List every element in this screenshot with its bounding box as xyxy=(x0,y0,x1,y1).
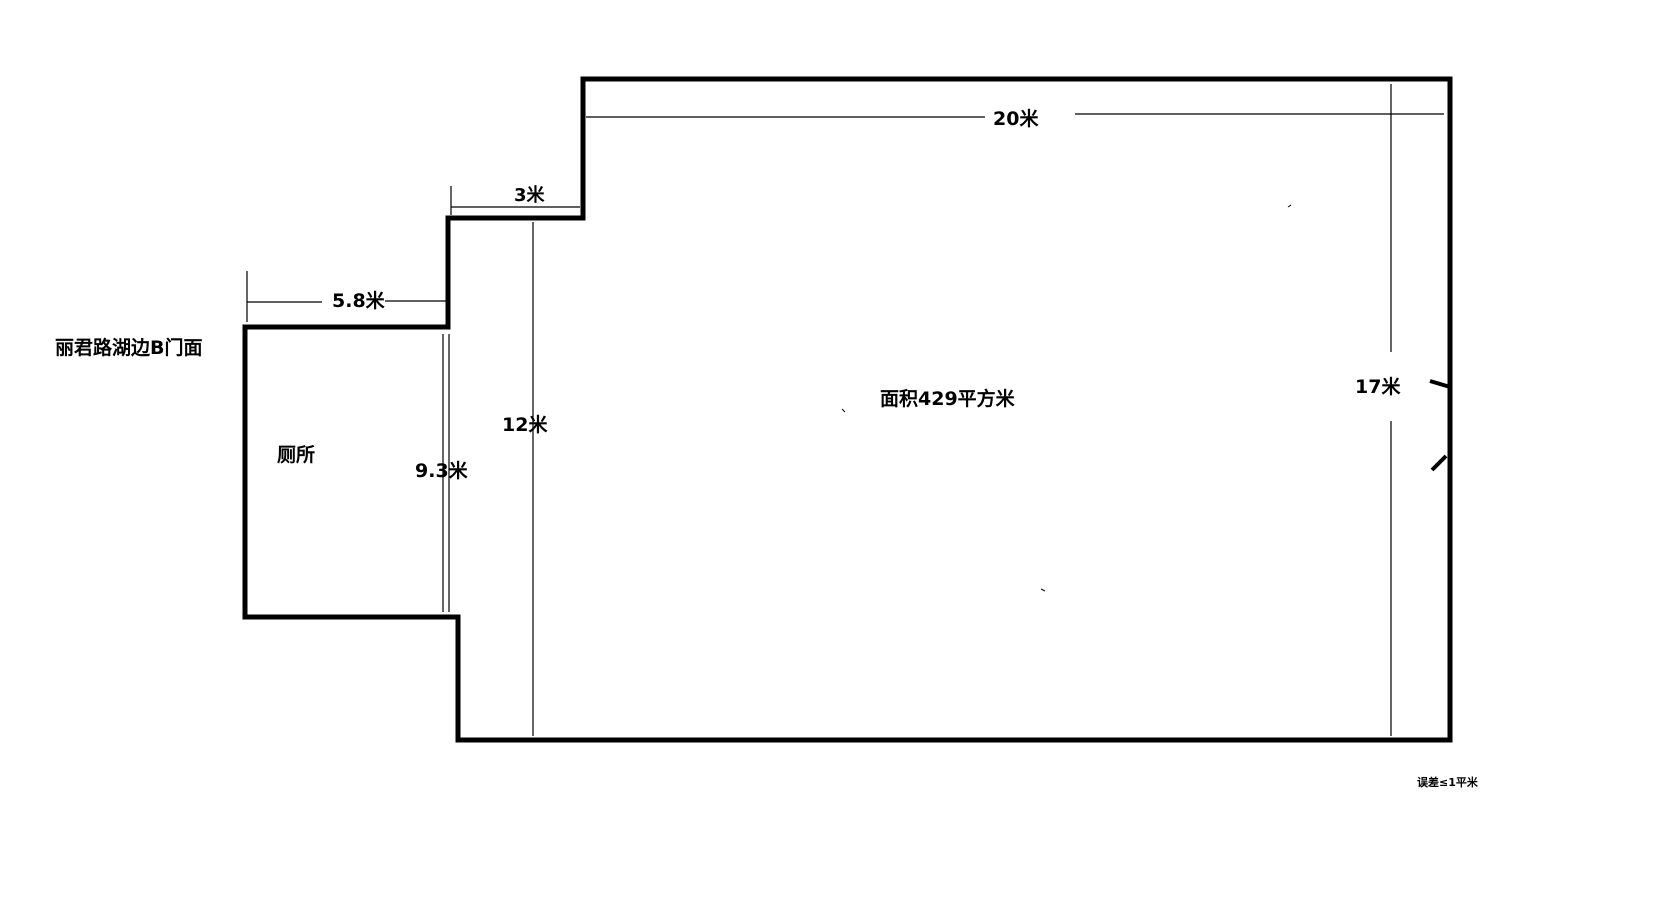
door-mark-upper xyxy=(1429,379,1451,389)
outer-wall xyxy=(242,76,1453,743)
stray-mark xyxy=(841,408,846,413)
toilet-label: 厕所 xyxy=(277,444,315,466)
dim-label-left-step-width: 5.8米 xyxy=(332,289,386,312)
door-mark-lower xyxy=(1430,454,1448,472)
dim-label-right-height: 17米 xyxy=(1355,375,1401,398)
dim-label-mid-height: 12米 xyxy=(502,413,548,436)
dim-label-step-width: 3米 xyxy=(514,184,546,206)
stray-mark xyxy=(1287,204,1292,208)
tolerance-note: 误差≤1平米 xyxy=(1417,775,1479,789)
area-label: 面积429平方米 xyxy=(880,387,1016,410)
stray-mark xyxy=(1040,588,1046,592)
plan-title: 丽君路湖边B门面 xyxy=(55,336,202,359)
dim-label-toilet-height: 9.3米 xyxy=(415,459,469,482)
dim-label-top-width: 20米 xyxy=(993,107,1039,130)
